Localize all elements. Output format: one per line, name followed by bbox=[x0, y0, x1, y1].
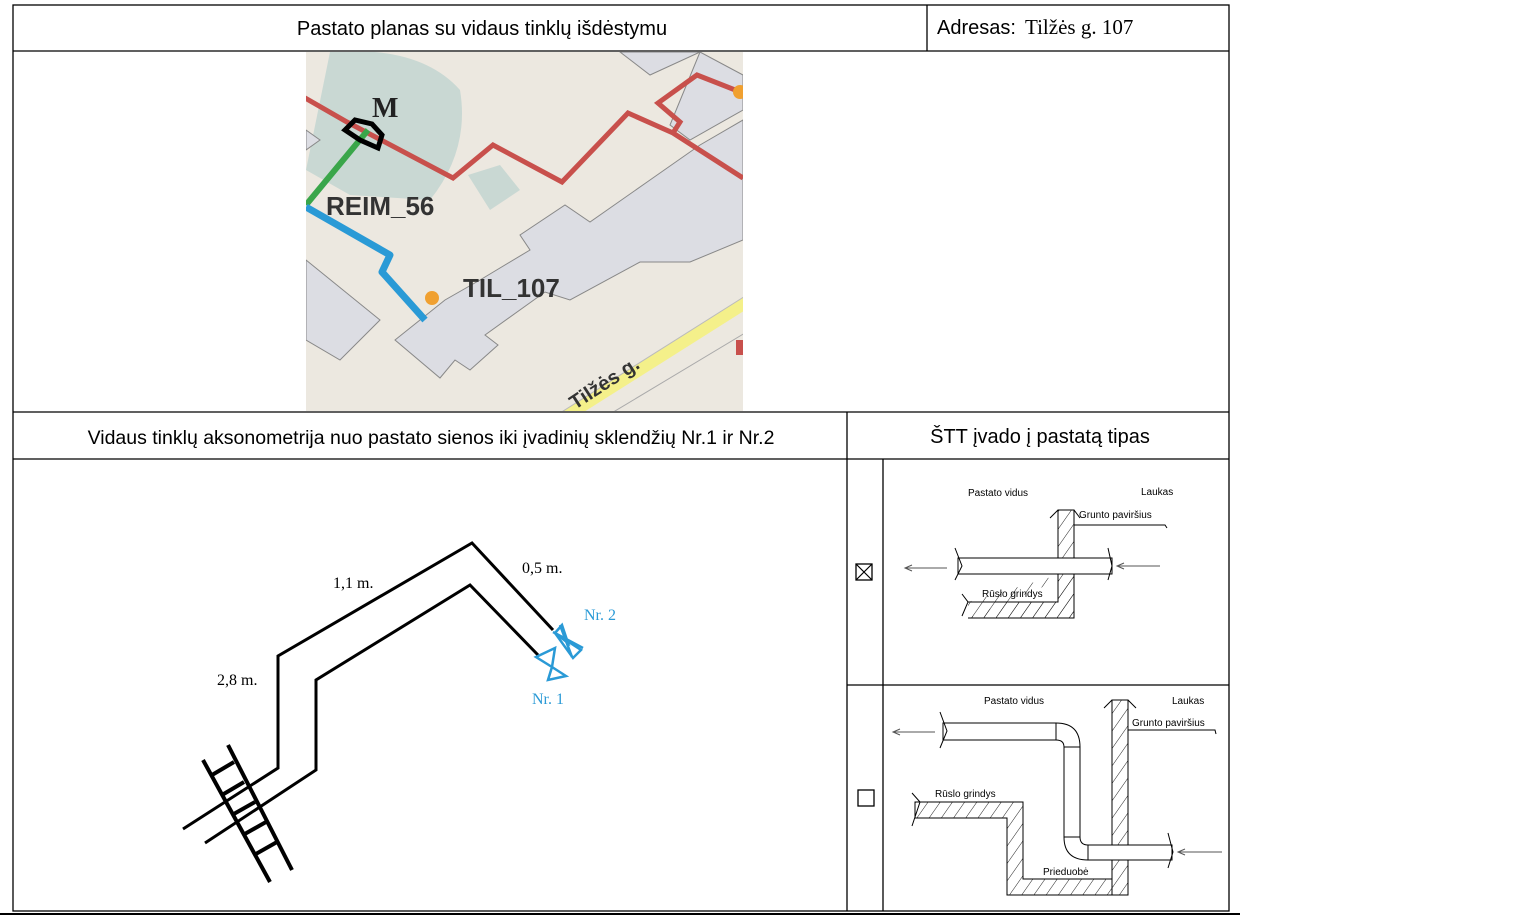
axonometry-drawing bbox=[182, 541, 555, 883]
option1-outside-label: Laukas bbox=[1141, 487, 1173, 498]
dimension-0-5: 0,5 m. bbox=[522, 560, 562, 577]
option2-inside-label: Pastato vidus bbox=[984, 696, 1044, 707]
valve-nr2-label: Nr. 2 bbox=[584, 607, 616, 624]
option1-ground-label: Grunto paviršius bbox=[1079, 510, 1152, 521]
map-label-til: TIL_107 bbox=[463, 273, 560, 303]
option2-floor-label: Rūslo grindys bbox=[935, 789, 996, 800]
option2-outside-label: Laukas bbox=[1172, 696, 1204, 707]
valve-nr2-icon bbox=[552, 622, 584, 660]
wall-hatch bbox=[201, 744, 294, 883]
entry-type-2-diagram bbox=[891, 699, 1222, 896]
entry-type-1-diagram bbox=[903, 509, 1168, 619]
dimension-2-8: 2,8 m. bbox=[217, 672, 257, 689]
option1-checkbox[interactable] bbox=[855, 563, 873, 581]
chamber-icon bbox=[341, 117, 385, 152]
address-label: Adresas: bbox=[937, 17, 1016, 39]
site-map: M REIM_56 TIL_107 Tilžės g. bbox=[306, 52, 743, 411]
option2-pit-label: Prieduobė bbox=[1043, 867, 1089, 878]
option1-inside-label: Pastato vidus bbox=[968, 488, 1028, 499]
option2-ground-label: Grunto paviršius bbox=[1132, 718, 1205, 729]
entry-type-title: ŠTT įvado į pastatą tipas bbox=[930, 425, 1150, 448]
map-building bbox=[306, 259, 381, 361]
axonometry-title: Vidaus tinklų aksonometrija nuo pastato … bbox=[88, 427, 775, 449]
table-grid bbox=[0, 4, 1240, 915]
option1-floor-label: Rūslo grindys bbox=[982, 589, 1043, 600]
building-node-icon bbox=[425, 291, 439, 305]
option2-checkbox[interactable] bbox=[857, 789, 875, 807]
map-label-reim: REIM_56 bbox=[326, 191, 434, 221]
valve-nr1-icon bbox=[533, 645, 570, 682]
green-pipe-line bbox=[306, 128, 371, 207]
valve-nr1-label: Nr. 1 bbox=[532, 691, 564, 708]
map-building bbox=[394, 119, 743, 379]
dimension-1-1: 1,1 m. bbox=[333, 575, 373, 592]
map-label-m: M bbox=[372, 93, 398, 124]
address-value: Tilžės g. 107 bbox=[1025, 15, 1133, 39]
blue-pipe-line bbox=[306, 203, 428, 323]
page-title: Pastato planas su vidaus tinklų išdėstym… bbox=[297, 18, 667, 40]
